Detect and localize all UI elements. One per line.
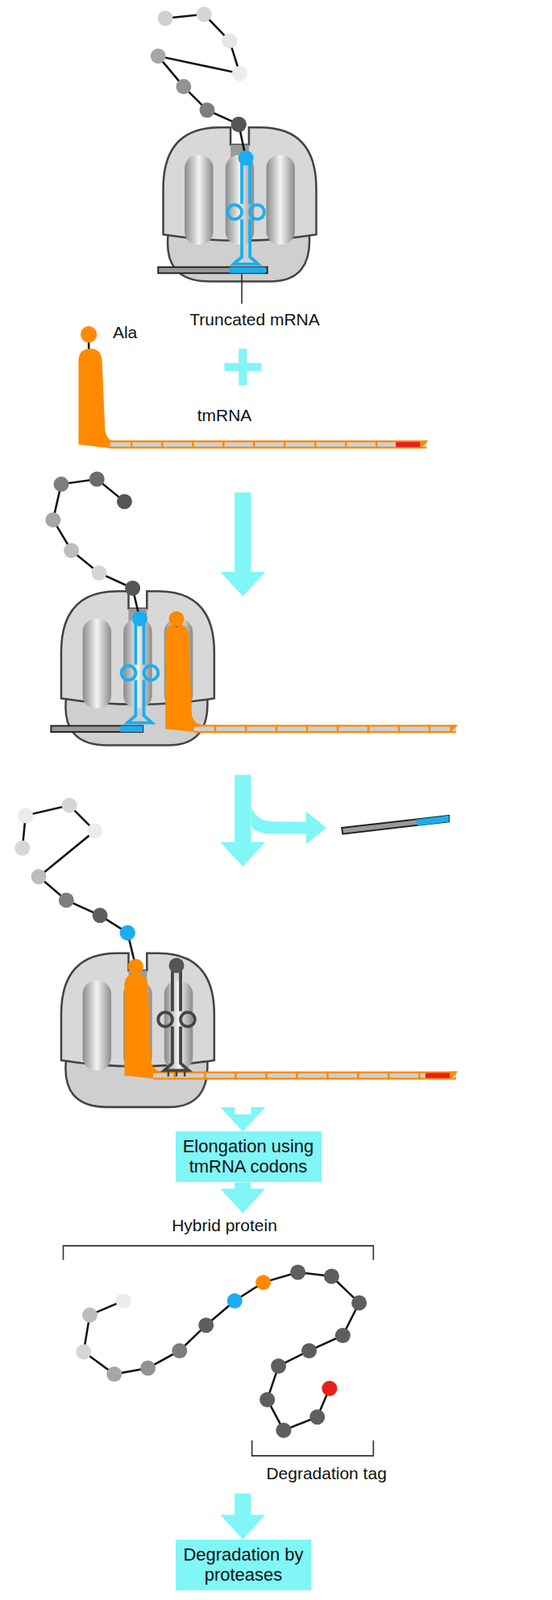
process-box: Elongation using tmRNA codons bbox=[175, 1132, 322, 1183]
peptide-chain bbox=[231, 116, 254, 167]
box-text: Degradation by proteases bbox=[182, 1545, 305, 1587]
tmrna-strand bbox=[194, 725, 459, 734]
bracket-label: Degradation tag bbox=[265, 1465, 387, 1485]
part-label: tmRNA bbox=[197, 406, 253, 426]
tmrna-body bbox=[124, 974, 163, 1081]
amino-acid bbox=[169, 958, 185, 974]
peptide-chain bbox=[45, 472, 141, 597]
peptide-chain bbox=[124, 581, 148, 627]
trna bbox=[157, 971, 196, 1078]
mrna bbox=[157, 267, 267, 274]
part-label: Truncated mRNA bbox=[189, 310, 320, 330]
ribosome bbox=[163, 127, 317, 282]
residue-label: Ala bbox=[112, 323, 137, 343]
peptide-chain bbox=[150, 6, 248, 133]
flow-arrow bbox=[219, 1108, 266, 1133]
process-box: Degradation by proteases bbox=[175, 1540, 312, 1592]
bracket bbox=[252, 1441, 374, 1457]
leader-line bbox=[240, 274, 243, 305]
trna bbox=[227, 163, 265, 265]
flow-arrow bbox=[219, 1183, 266, 1215]
flow-arrow bbox=[219, 1494, 266, 1541]
peptide-chain bbox=[120, 925, 144, 976]
branch-arrow bbox=[250, 805, 327, 845]
released-mrna bbox=[341, 816, 449, 835]
mrna bbox=[50, 726, 143, 733]
trna bbox=[121, 624, 159, 724]
bracket bbox=[62, 1246, 374, 1262]
ribosome bbox=[61, 954, 215, 1109]
ribosome bbox=[61, 591, 215, 746]
plus-sign bbox=[224, 348, 262, 386]
bracket-label: Hybrid protein bbox=[171, 1216, 278, 1237]
tmrna-body bbox=[165, 624, 204, 734]
tmrna-body bbox=[78, 348, 113, 449]
peptide-chain bbox=[75, 1265, 367, 1439]
flow-arrow bbox=[219, 492, 266, 597]
box-text: Elongation using tmRNA codons bbox=[182, 1137, 316, 1179]
ala-bead bbox=[80, 326, 97, 343]
tmrna-strand bbox=[153, 1072, 459, 1081]
peptide-chain bbox=[14, 798, 135, 942]
tmrna-strand bbox=[110, 440, 429, 449]
ala-bead bbox=[169, 611, 185, 627]
